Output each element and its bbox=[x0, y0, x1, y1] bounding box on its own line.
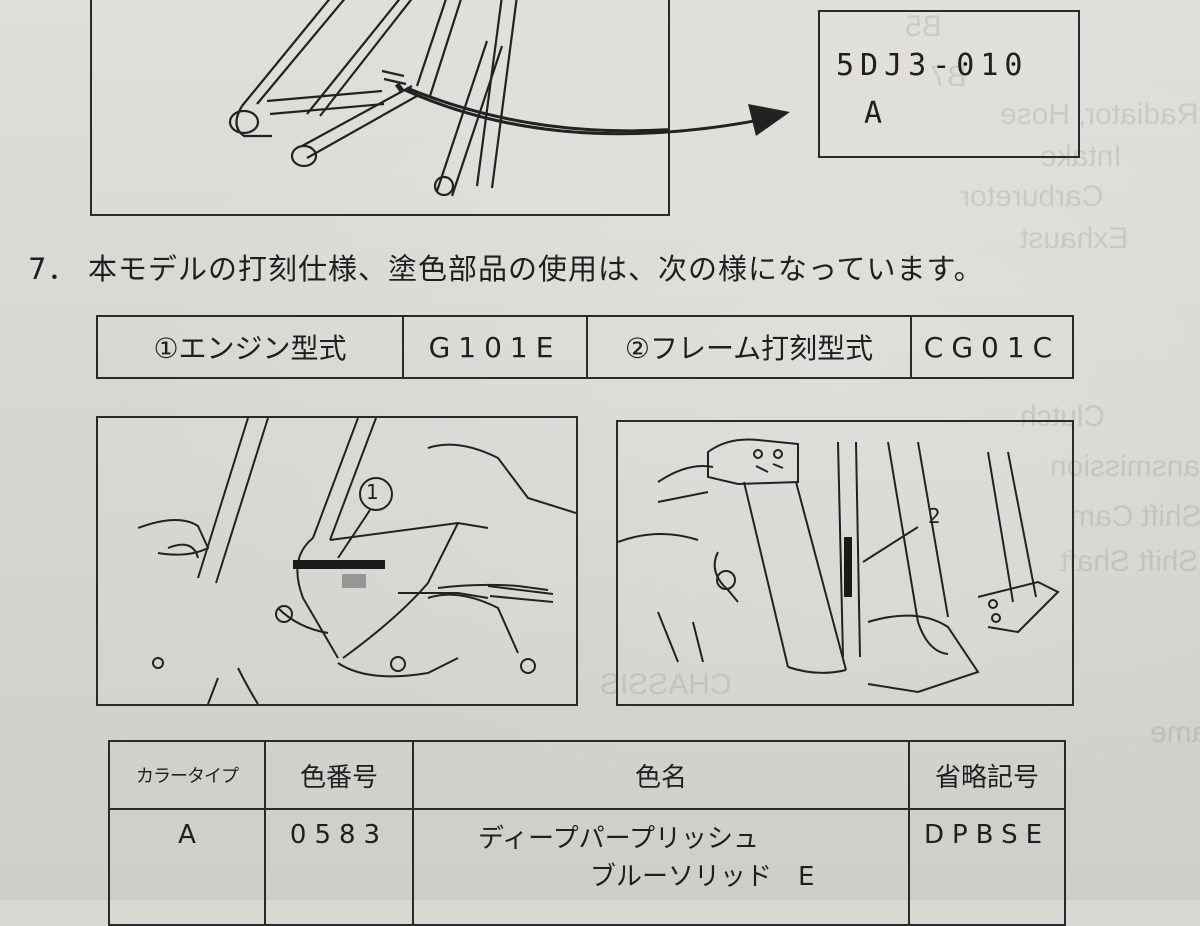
engine-type-label: ①エンジン型式 bbox=[96, 315, 404, 379]
stamp-code: 5DJ3-010 bbox=[836, 48, 1029, 83]
model-type-table: ①エンジン型式 G101E ②フレーム打刻型式 CG01C bbox=[96, 315, 1074, 379]
col-header-abbreviation: 省略記号 bbox=[908, 740, 1066, 810]
frame-drawing bbox=[228, 0, 668, 197]
cell-color-type: A bbox=[108, 808, 266, 926]
callout-2: 2 bbox=[928, 504, 941, 528]
col-header-color-number: 色番号 bbox=[264, 740, 414, 810]
col-header-color-name: 色名 bbox=[412, 740, 910, 810]
frame-type-value: CG01C bbox=[910, 315, 1074, 379]
color-table: カラータイプ 色番号 色名 省略記号 A 0583 ディープパープリッシュ ブル… bbox=[108, 740, 1066, 926]
engine-type-value: G101E bbox=[402, 315, 588, 379]
bleed-through-text: Exhaust bbox=[1020, 222, 1129, 255]
stamp-suffix: A bbox=[864, 96, 889, 131]
frame-number-illustration bbox=[90, 0, 670, 216]
cell-color-number: 0583 bbox=[264, 808, 414, 926]
frame-neck-drawing bbox=[618, 438, 1060, 694]
color-name-line-2: ブルーソリッド E bbox=[590, 862, 815, 892]
bleed-through-text: Shift Shaft bbox=[1060, 545, 1199, 578]
item-7-text: 7． 本モデルの打刻仕様、塗色部品の使用は、次の様になっています。 bbox=[28, 246, 984, 288]
engine-number-illustration: 1 bbox=[96, 416, 578, 706]
item-sentence: 本モデルの打刻仕様、塗色部品の使用は、次の様になっています。 bbox=[88, 252, 984, 286]
cell-color-name: ディープパープリッシュ ブルーソリッド E bbox=[412, 808, 910, 926]
color-name-line-1: ディープパープリッシュ bbox=[478, 824, 760, 854]
frame-type-label: ②フレーム打刻型式 bbox=[586, 315, 912, 379]
table-row: A 0583 ディープパープリッシュ ブルーソリッド E DPBSE bbox=[108, 808, 1066, 926]
frame-stamp-example: 5DJ3-010 A bbox=[818, 10, 1080, 158]
item-number: 7． bbox=[28, 252, 78, 286]
bleed-through-text: Shift Cam bbox=[1070, 500, 1200, 533]
col-header-color-type: カラータイプ bbox=[108, 740, 266, 810]
callout-1: 1 bbox=[366, 480, 379, 504]
frame-stamp-illustration: 2 bbox=[616, 420, 1074, 706]
bleed-through-text: Carburetor bbox=[960, 180, 1104, 213]
cell-abbreviation: DPBSE bbox=[908, 808, 1066, 926]
bleed-through-text: Frame bbox=[1150, 716, 1200, 749]
engine-drawing bbox=[137, 418, 576, 704]
